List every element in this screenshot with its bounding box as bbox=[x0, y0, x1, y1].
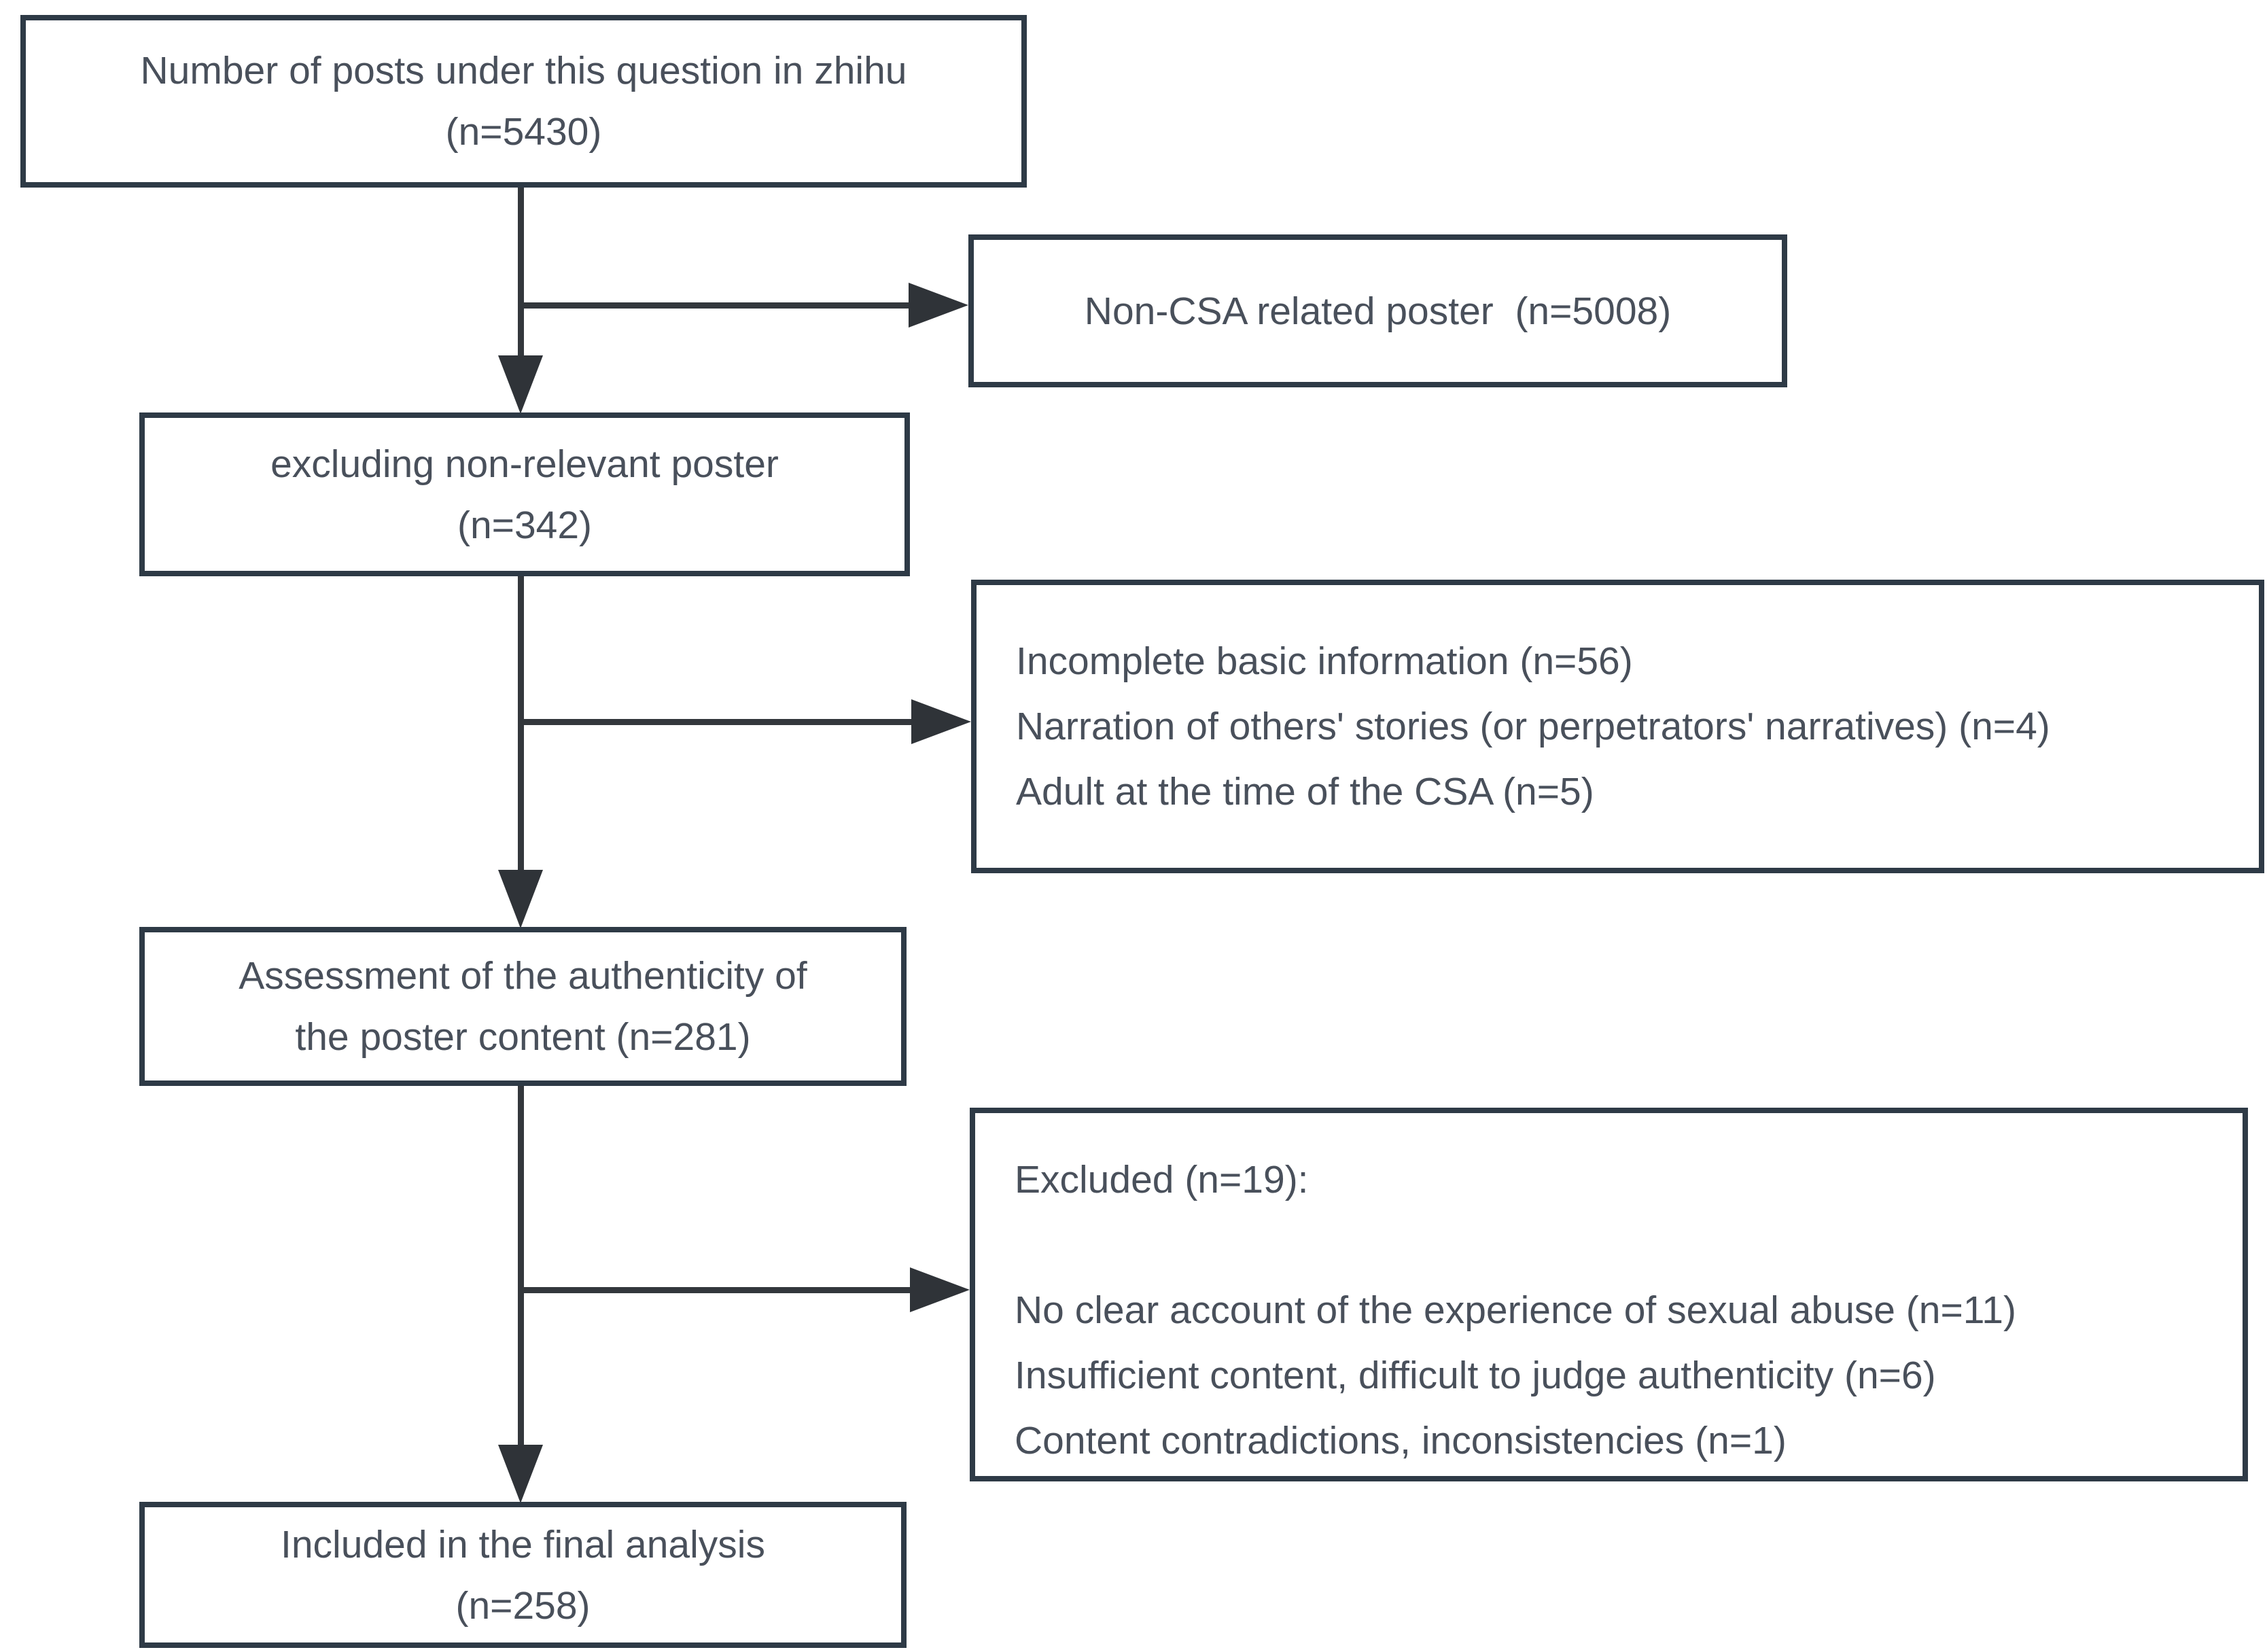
node-source-line1: Number of posts under this question in z… bbox=[140, 49, 907, 92]
node-non-csa-poster: Non-CSA related poster (n=5008) bbox=[968, 234, 1787, 387]
node-excluding-count: (n=342) bbox=[457, 503, 593, 547]
connector-line-branch-2 bbox=[518, 719, 911, 725]
node-source-count: (n=5430) bbox=[445, 110, 602, 154]
node-excluding-line1: excluding non-relevant poster bbox=[270, 442, 779, 486]
arrowhead-right-icon bbox=[911, 699, 971, 744]
node-included-count: (n=258) bbox=[455, 1583, 591, 1628]
node-exclusion-reasons-2: Excluded (n=19): No clear account of the… bbox=[970, 1108, 2248, 1481]
exclusion2-header: Excluded (n=19): bbox=[1015, 1158, 1309, 1201]
arrowhead-down-icon bbox=[498, 1445, 543, 1503]
connector-line-vertical-1 bbox=[518, 188, 524, 359]
exclusion2-line: No clear account of the experience of se… bbox=[1015, 1288, 2016, 1332]
connector-line-branch-1 bbox=[518, 302, 909, 309]
node-assessment-authenticity: Assessment of the authenticity of the po… bbox=[139, 927, 907, 1086]
node-included-line1: Included in the final analysis bbox=[281, 1522, 765, 1566]
node-assessment-line2: the poster content (n=281) bbox=[295, 1015, 751, 1059]
connector-line-vertical-3 bbox=[518, 1086, 524, 1448]
exclusion1-line: Narration of others' stories (or perpetr… bbox=[1016, 705, 2050, 748]
exclusion2-line: Insufficient content, difficult to judge… bbox=[1015, 1354, 1936, 1397]
node-assessment-line1: Assessment of the authenticity of bbox=[239, 954, 807, 998]
node-exclusion-reasons-1: Incomplete basic information (n=56) Narr… bbox=[971, 580, 2264, 873]
arrowhead-down-icon bbox=[498, 355, 543, 414]
node-excluding-non-relevant: excluding non-relevant poster (n=342) bbox=[139, 412, 910, 576]
node-non-csa-label: Non-CSA related poster (n=5008) bbox=[1084, 289, 1672, 333]
arrowhead-right-icon bbox=[909, 283, 968, 328]
arrowhead-down-icon bbox=[498, 870, 543, 928]
connector-line-branch-3 bbox=[518, 1287, 910, 1293]
arrowhead-right-icon bbox=[910, 1267, 970, 1312]
node-included-final-analysis: Included in the final analysis (n=258) bbox=[139, 1502, 907, 1648]
node-source-posts: Number of posts under this question in z… bbox=[20, 15, 1027, 188]
exclusion1-line: Incomplete basic information (n=56) bbox=[1016, 639, 1633, 683]
exclusion2-line: Content contradictions, inconsistencies … bbox=[1015, 1419, 1787, 1462]
exclusion1-line: Adult at the time of the CSA (n=5) bbox=[1016, 770, 1594, 813]
